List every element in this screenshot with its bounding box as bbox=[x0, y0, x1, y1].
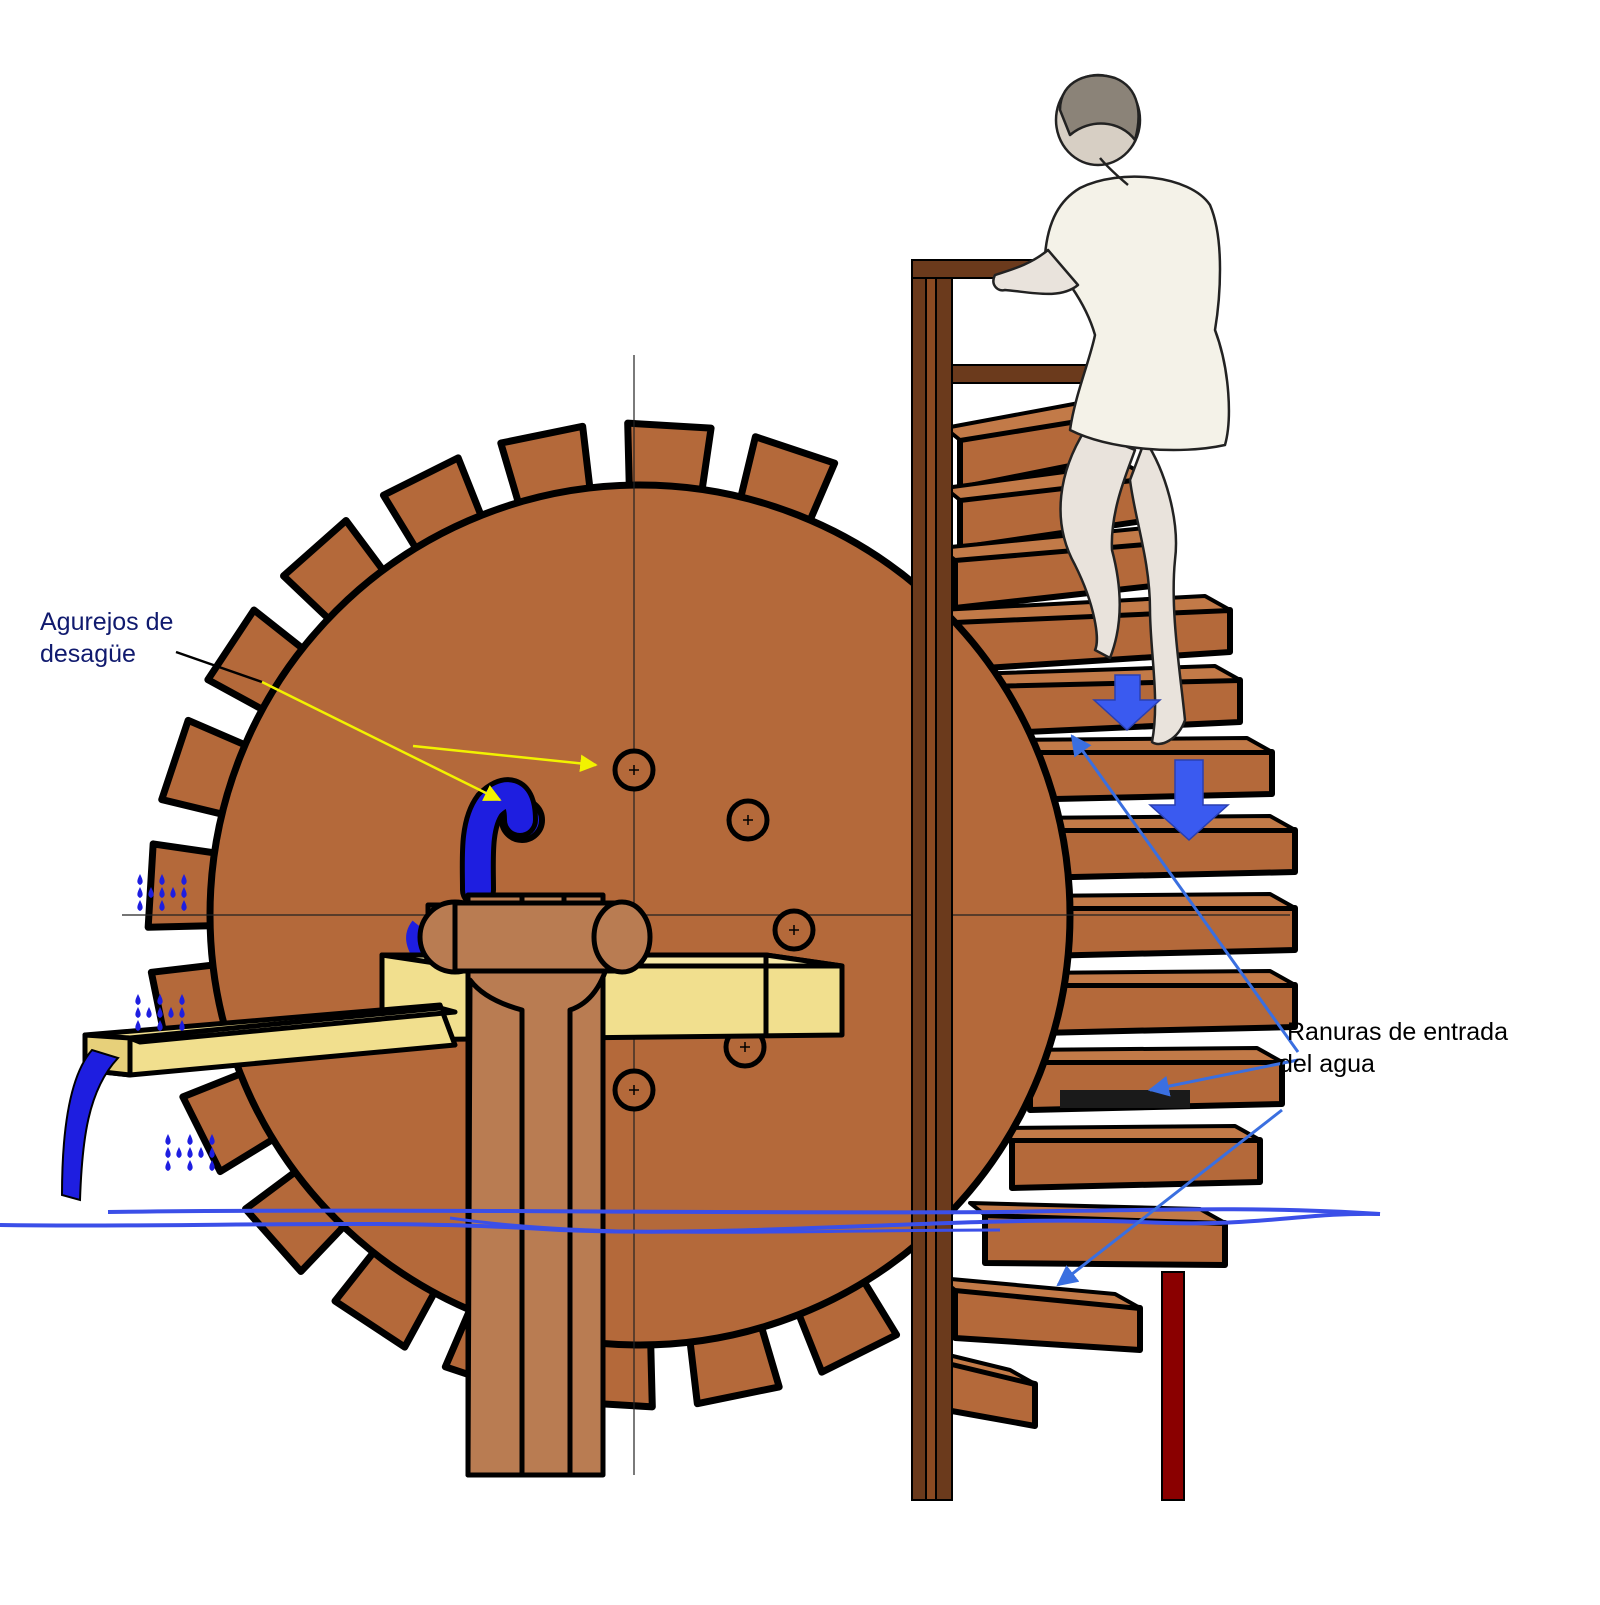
water-inlets-label-line2: del agua bbox=[1279, 1048, 1508, 1080]
water-drop bbox=[146, 1007, 151, 1018]
water-inlets-label: Ranuras de entrada del agua bbox=[1287, 1016, 1508, 1080]
water-drop bbox=[135, 994, 140, 1005]
water-drop bbox=[165, 1134, 170, 1145]
red-pole bbox=[1162, 1272, 1184, 1500]
water-drop bbox=[187, 1160, 192, 1171]
inlet-slot bbox=[1060, 1090, 1190, 1108]
wheel-plank bbox=[940, 1278, 1140, 1350]
water-drop bbox=[137, 900, 142, 911]
water-drop bbox=[198, 1147, 203, 1158]
water-drop bbox=[137, 874, 142, 885]
water-drop bbox=[135, 1007, 140, 1018]
drain-hole bbox=[729, 801, 767, 839]
drain-holes-label-line2: desagüe bbox=[40, 638, 173, 670]
drain-hole bbox=[775, 911, 813, 949]
water-drop bbox=[187, 1147, 192, 1158]
water-drop bbox=[135, 1020, 140, 1031]
drain-holes-label: Agurejos de desagüe bbox=[40, 606, 173, 670]
water-drop bbox=[165, 1160, 170, 1171]
water-inlets-label-line1: Ranuras de entrada bbox=[1287, 1016, 1508, 1048]
water-drop bbox=[137, 887, 142, 898]
drain-holes-label-line1: Agurejos de bbox=[40, 606, 173, 638]
water-drop bbox=[176, 1147, 181, 1158]
water-drop bbox=[165, 1147, 170, 1158]
water-drop bbox=[187, 1134, 192, 1145]
drain-hole bbox=[615, 751, 653, 789]
drain-hole bbox=[615, 1071, 653, 1109]
